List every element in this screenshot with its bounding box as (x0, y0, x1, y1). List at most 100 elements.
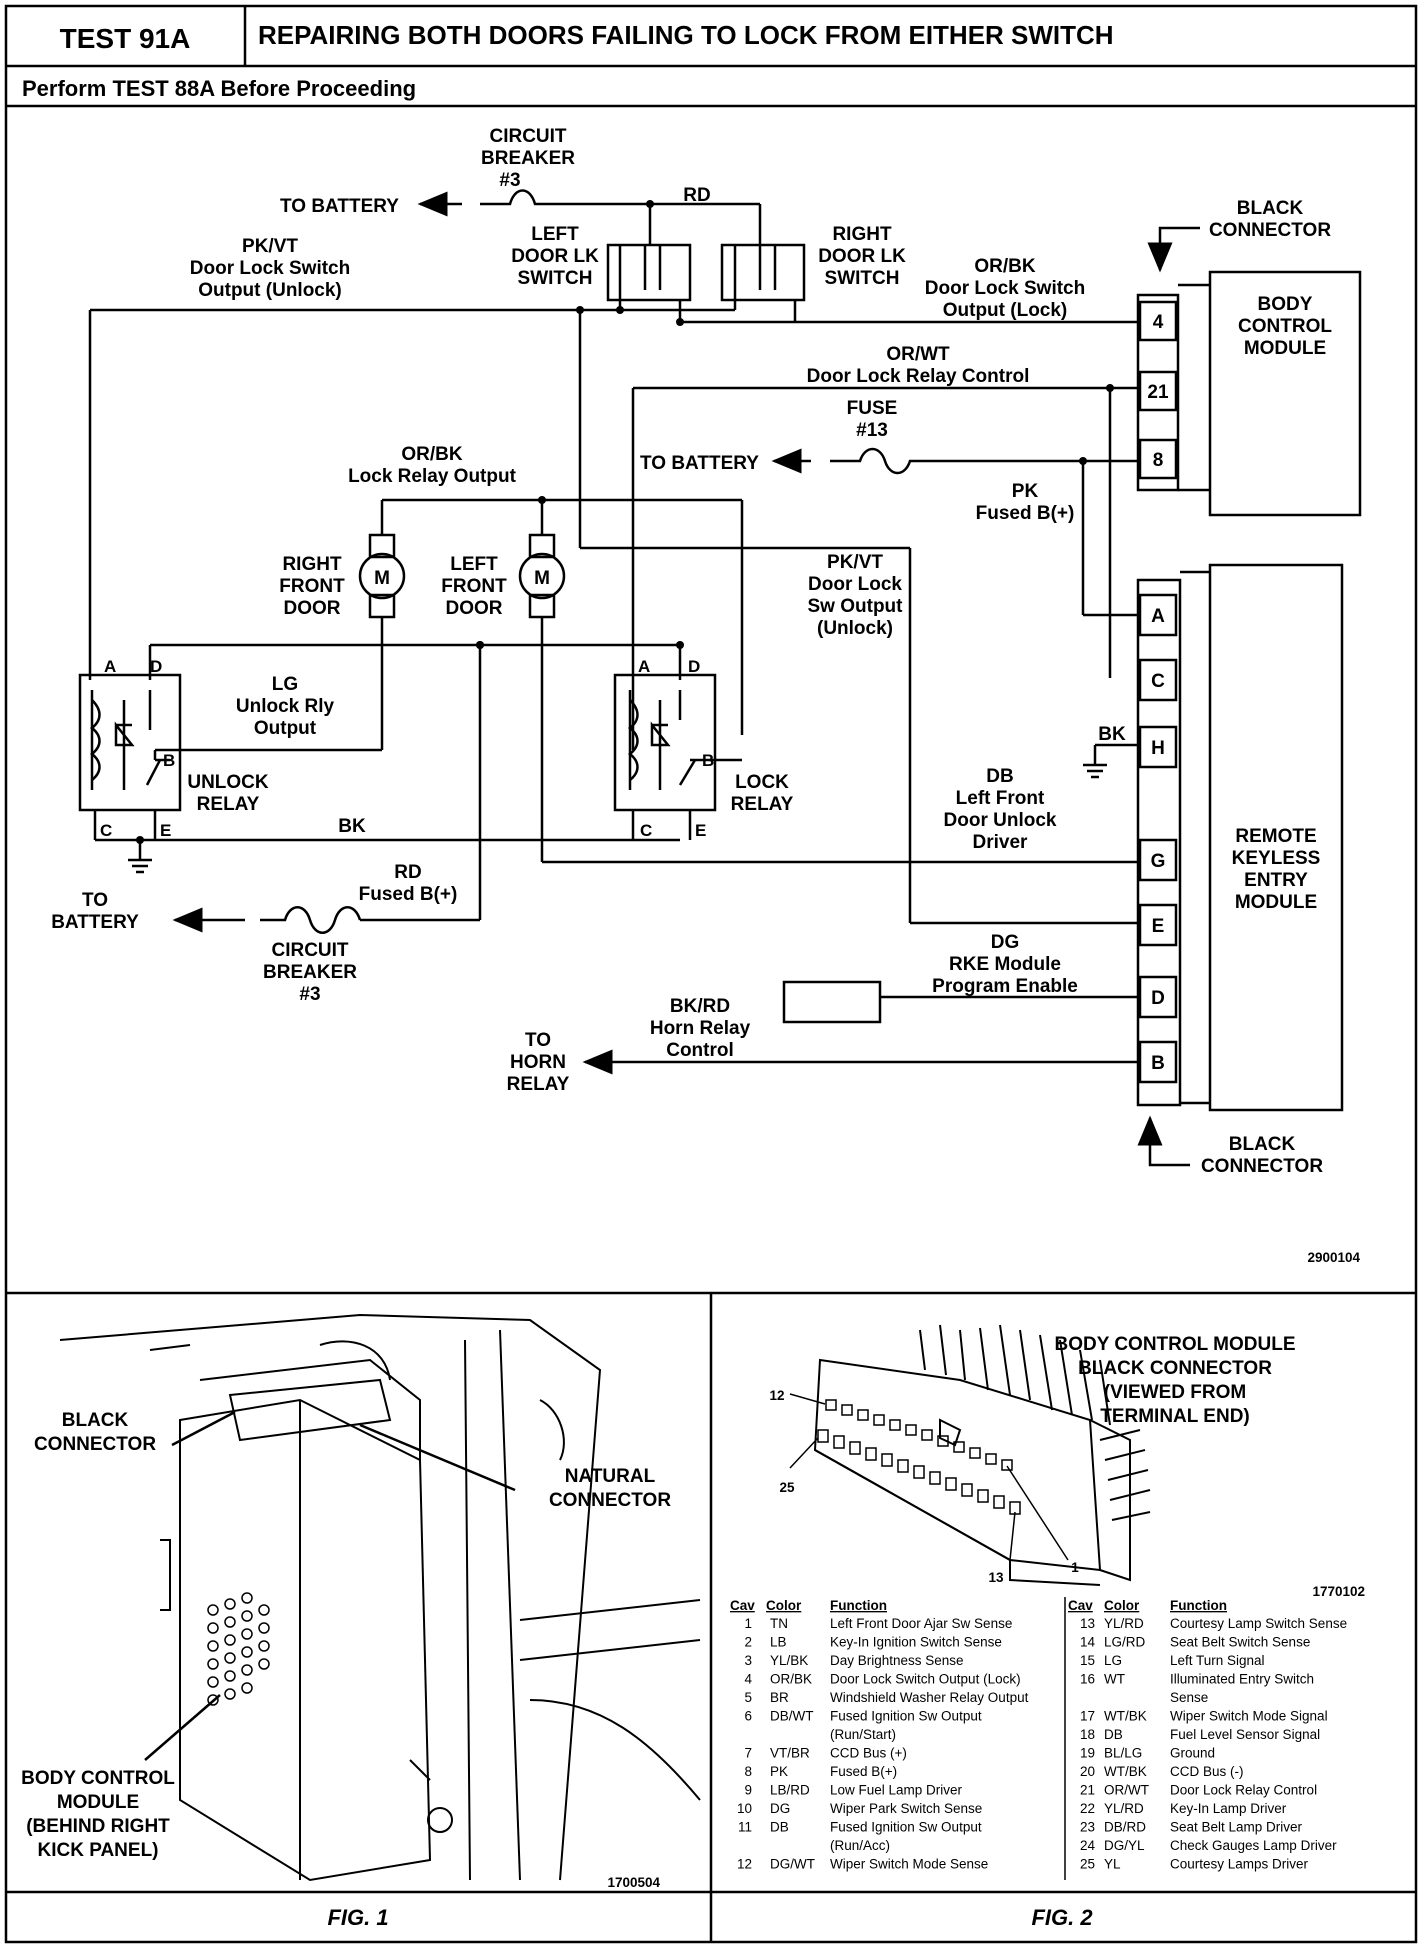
svg-text:D: D (688, 657, 700, 676)
cav-cell: 6 (744, 1709, 752, 1724)
svg-text:MODULE: MODULE (1235, 892, 1317, 913)
color-cell: BL/LG (1104, 1746, 1142, 1761)
svg-text:BODY: BODY (1258, 294, 1313, 315)
color-cell: DB (770, 1820, 789, 1835)
svg-text:MODULE: MODULE (1244, 338, 1326, 359)
function-cell: Sense (1170, 1690, 1208, 1705)
svg-text:FUSE: FUSE (847, 398, 898, 419)
svg-text:OR/BK: OR/BK (401, 444, 463, 465)
schematic-wires (78, 189, 1362, 1167)
svg-text:25: 25 (779, 1480, 795, 1495)
svg-text:TO BATTERY: TO BATTERY (640, 453, 759, 474)
svg-text:(Unlock): (Unlock) (817, 618, 893, 639)
function-cell: Left Turn Signal (1170, 1653, 1265, 1668)
svg-text:DOOR LK: DOOR LK (511, 246, 599, 267)
svg-text:Color: Color (766, 1598, 802, 1613)
svg-text:Door Lock Switch: Door Lock Switch (190, 258, 350, 279)
color-cell: DG/WT (770, 1857, 815, 1872)
svg-text:Function: Function (830, 1598, 887, 1613)
svg-text:LG: LG (272, 674, 298, 695)
svg-text:Control: Control (666, 1040, 734, 1061)
test-id: TEST 91A (60, 23, 191, 54)
svg-text:FRONT: FRONT (441, 576, 507, 597)
svg-text:A: A (638, 657, 650, 676)
fig1-illustration (59, 1313, 701, 1882)
svg-text:12: 12 (769, 1388, 784, 1403)
svg-text:B: B (702, 751, 714, 770)
svg-text:CIRCUIT: CIRCUIT (489, 126, 566, 147)
svg-text:Cav: Cav (730, 1598, 755, 1613)
svg-text:(BEHIND RIGHT: (BEHIND RIGHT (26, 1816, 170, 1837)
color-cell: TN (770, 1616, 788, 1631)
svg-text:Cav: Cav (1068, 1598, 1093, 1613)
page-subtitle: Perform TEST 88A Before Proceeding (22, 76, 416, 101)
cav-cell: 1 (744, 1616, 752, 1631)
color-cell: YL/RD (1104, 1801, 1144, 1816)
svg-text:BLACK: BLACK (1229, 1134, 1296, 1155)
svg-text:OR/WT: OR/WT (886, 344, 950, 365)
svg-text:Function: Function (1170, 1598, 1227, 1613)
svg-text:CIRCUIT: CIRCUIT (271, 940, 348, 961)
svg-text:DOOR: DOOR (284, 598, 341, 619)
color-cell: WT/BK (1104, 1709, 1147, 1724)
function-cell: Courtesy Lamp Switch Sense (1170, 1616, 1347, 1631)
svg-text:B: B (163, 751, 175, 770)
diagram-id: 2900104 (1307, 1250, 1360, 1265)
left-motor-label: M (534, 568, 550, 589)
svg-text:Color: Color (1104, 1598, 1140, 1613)
cav-cell: 5 (744, 1690, 752, 1705)
cav-cell: 19 (1080, 1746, 1095, 1761)
color-cell: DB/WT (770, 1709, 814, 1724)
svg-text:ENTRY: ENTRY (1244, 870, 1308, 891)
fig1-leaders (144, 1410, 516, 1761)
cav-cell: 4 (744, 1672, 752, 1687)
svg-text:A: A (1151, 606, 1165, 627)
svg-text:Lock Relay Output: Lock Relay Output (348, 466, 517, 487)
svg-text:RIGHT: RIGHT (832, 224, 892, 245)
svg-text:BK/RD: BK/RD (670, 996, 730, 1017)
svg-text:#3: #3 (499, 170, 520, 191)
color-cell: DG (770, 1801, 790, 1816)
svg-text:RELAY: RELAY (731, 794, 794, 815)
fig1-image-id: 1700504 (607, 1875, 660, 1890)
svg-text:H: H (1151, 738, 1165, 759)
svg-text:SWITCH: SWITCH (518, 268, 593, 289)
function-cell: Courtesy Lamps Driver (1170, 1857, 1309, 1872)
svg-text:BK: BK (1098, 724, 1126, 745)
svg-text:DOOR: DOOR (446, 598, 503, 619)
svg-text:G: G (1151, 851, 1166, 872)
color-cell: LB/RD (770, 1783, 810, 1798)
function-cell: Key-In Ignition Switch Sense (830, 1635, 1002, 1650)
color-cell: WT (1104, 1672, 1125, 1687)
svg-text:LOCK: LOCK (735, 772, 789, 793)
to-battery-top: TO BATTERY (280, 196, 399, 217)
cav-cell: 2 (744, 1635, 752, 1650)
cav-cell: 9 (744, 1783, 752, 1798)
fig2-pin-rows (817, 1399, 1021, 1515)
svg-text:FRONT: FRONT (279, 576, 345, 597)
function-cell: Wiper Switch Mode Sense (830, 1857, 988, 1872)
fig2-caption: FIG. 2 (1031, 1905, 1093, 1930)
cav-cell: 3 (744, 1653, 752, 1668)
svg-text:Fused B(+): Fused B(+) (359, 884, 458, 905)
color-cell: LG (1104, 1653, 1122, 1668)
svg-text:DOOR LK: DOOR LK (818, 246, 906, 267)
svg-text:C: C (1151, 671, 1165, 692)
svg-text:CONNECTOR: CONNECTOR (1209, 220, 1331, 241)
svg-text:KICK PANEL): KICK PANEL) (37, 1840, 158, 1861)
cav-cell: 17 (1080, 1709, 1095, 1724)
svg-text:SWITCH: SWITCH (825, 268, 900, 289)
svg-text:Door Lock Relay Control: Door Lock Relay Control (807, 366, 1030, 387)
color-cell: BR (770, 1690, 789, 1705)
svg-text:OR/BK: OR/BK (974, 256, 1036, 277)
function-cell: Door Lock Switch Output (Lock) (830, 1672, 1021, 1687)
